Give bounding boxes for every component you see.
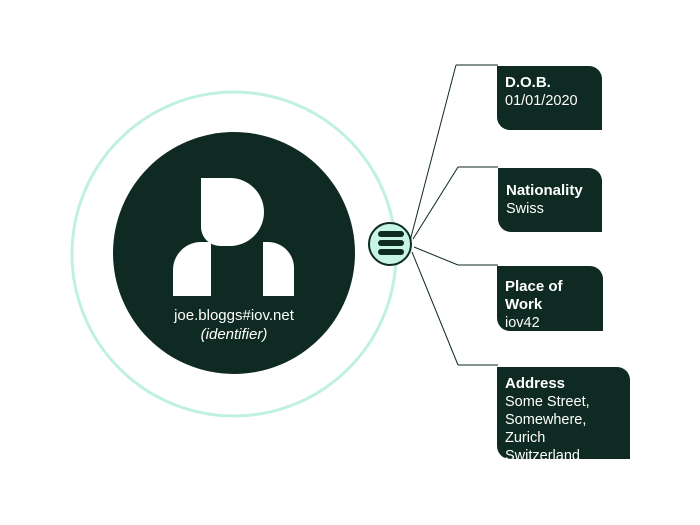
identifier-caption: (identifier) <box>200 326 268 343</box>
card-value-line: Some Street, <box>505 394 590 410</box>
attribute-card-nationality: Nationality Swiss <box>498 168 602 232</box>
connector-address <box>411 251 459 366</box>
user-silhouette-icon <box>173 178 294 296</box>
card-value-line: Somewhere, Zurich <box>505 412 587 446</box>
connector-nationality <box>412 166 459 240</box>
card-value-line: 01/01/2020 <box>505 93 578 109</box>
attribute-card-dob: D.O.B. 01/01/2020 <box>497 66 602 130</box>
card-value: Swiss <box>506 200 594 218</box>
attribute-card-address: Address Some Street, Somewhere, Zurich S… <box>497 367 630 464</box>
card-title: Address <box>505 375 566 392</box>
card-title: Place of Work <box>505 278 563 313</box>
card-value-line: Swiss <box>506 201 544 217</box>
connector-dob <box>409 64 457 242</box>
card-value-line: iov42 <box>505 315 540 331</box>
identifier-text: joe.bloggs#iov.net <box>174 307 294 324</box>
card-value-line: Switzerland <box>505 448 580 464</box>
identity-circle <box>113 132 355 374</box>
card-value: iov42 <box>505 314 595 332</box>
card-value: Some Street, Somewhere, Zurich Switzerla… <box>505 393 622 465</box>
database-stack-icon <box>378 231 404 255</box>
connector-lines <box>409 64 498 366</box>
card-title: D.O.B. <box>505 74 551 91</box>
connector-place-of-work <box>413 246 459 266</box>
database-hub <box>368 222 412 266</box>
card-title: Nationality <box>506 182 583 199</box>
attribute-card-place-of-work: Place of Work iov42 <box>497 266 603 331</box>
card-value: 01/01/2020 <box>505 92 594 110</box>
